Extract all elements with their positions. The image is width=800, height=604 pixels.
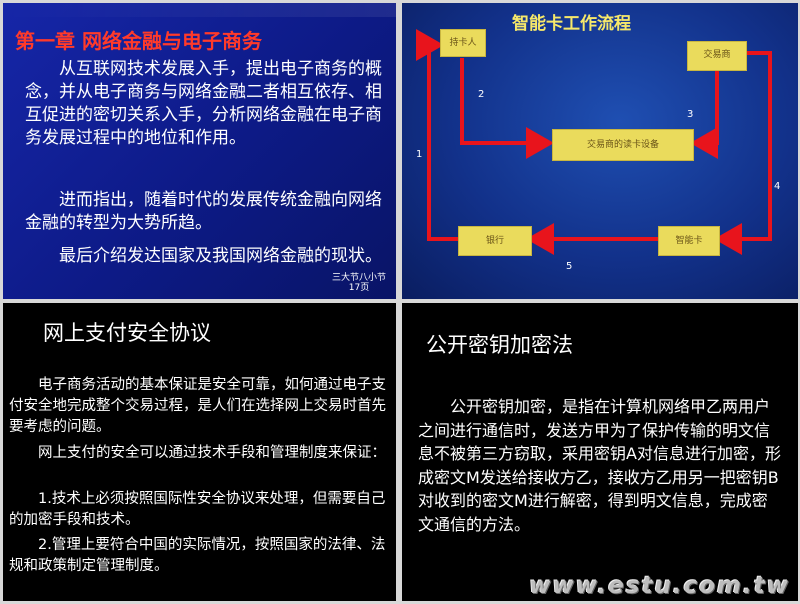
watermark: www.estu.com.tw xyxy=(529,573,790,599)
step-number: 2 xyxy=(478,89,485,100)
arrow-3 xyxy=(690,71,719,159)
arrow-2 xyxy=(460,58,554,159)
box-bank: 银行 xyxy=(458,226,532,256)
paragraph: 公开密钥加密，是指在计算机网络甲乙两用户之间进行通信时，发送方甲为了保护传输的明… xyxy=(418,397,781,534)
slide-title: 第一章 网络金融与电子商务 xyxy=(15,29,262,53)
paragraph: 电子商务活动的基本保证是安全可靠，如何通过电子支付安全地完成整个交易过程，是人们… xyxy=(9,377,386,435)
paragraph: 最后介绍发达国家及我国网络金融的现状。 xyxy=(25,246,382,266)
paragraph: 从互联网技术发展入手，提出电子商务的概念，并从电子商务与网络金融二者相互依存、相… xyxy=(25,59,382,148)
slide-highlight xyxy=(3,3,396,17)
box-reader: 交易商的读卡设备 xyxy=(552,129,694,161)
slide-title: 网上支付安全协议 xyxy=(43,321,211,345)
paragraph: 进而指出，随着时代的发展传统金融向网络金融的转型为大势所趋。 xyxy=(25,190,382,233)
step-number: 3 xyxy=(687,109,694,120)
paragraph: 2.管理上要符合中国的实际情况，按照国家的法律、法规和政策制定管理制度。 xyxy=(9,537,386,574)
box-cardholder: 持卡人 xyxy=(440,29,486,57)
footer-sections: 三大节八小节 xyxy=(331,273,386,283)
diagram-title: 智能卡工作流程 xyxy=(512,14,631,34)
flow-diagram xyxy=(416,29,772,255)
step-number: 4 xyxy=(774,181,781,192)
slide-footer: 三大节八小节 17页 xyxy=(332,273,386,293)
paragraph: 网上支付的安全可以通过技术手段和管理制度来保证： xyxy=(9,445,386,461)
slide-public-key: 公开密钥加密法 公开密钥加密，是指在计算机网络甲乙两用户之间进行通信时，发送方甲… xyxy=(402,303,798,601)
slide-network-finance: 第一章 网络金融与电子商务 从互联网技术发展入手，提出电子商务的概念，并从电子商… xyxy=(3,3,396,299)
slide-smartcard-flow: 智能卡工作流程 持卡人 交易商 交易商的读卡设备 银行 智能卡 1 2 3 4 … xyxy=(402,3,798,299)
slide-title: 公开密钥加密法 xyxy=(426,333,573,357)
slide-payment-security: 网上支付安全协议 电子商务活动的基本保证是安全可靠，如何通过电子支付安全地完成整… xyxy=(3,303,396,601)
footer-pages: 17页 xyxy=(348,283,370,293)
arrow-4 xyxy=(714,51,772,255)
step-number: 5 xyxy=(566,261,573,272)
paragraph: 1.技术上必须按照国际性安全协议来处理，但需要自己的加密手段和技术。 xyxy=(9,491,386,528)
arrow-1 xyxy=(416,29,458,241)
box-smartcard: 智能卡 xyxy=(658,226,720,256)
step-number: 1 xyxy=(416,149,423,160)
box-merchant: 交易商 xyxy=(687,41,747,71)
